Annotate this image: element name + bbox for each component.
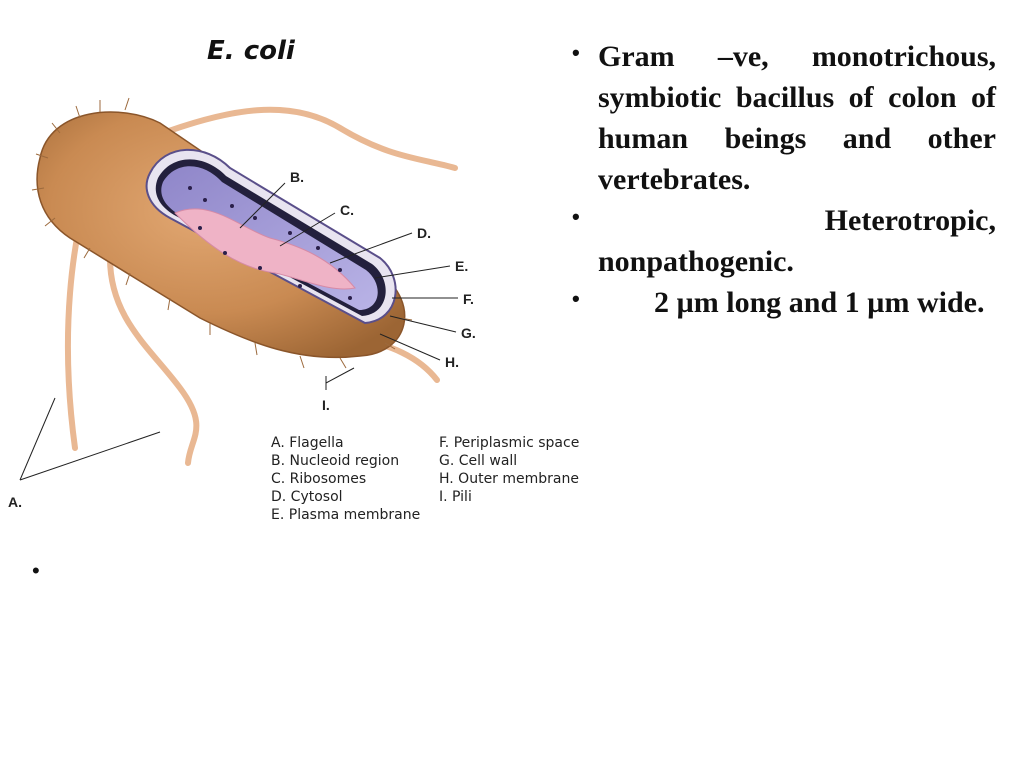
label-f: F. <box>463 291 474 307</box>
bullet-line: Heterotropic, <box>824 204 996 237</box>
legend-row: C. Ribosomes H. Outer membrane <box>271 470 579 488</box>
legend-row: D. Cytosol I. Pili <box>271 488 579 506</box>
cell-body <box>31 97 413 369</box>
empty-bullet: • <box>32 558 40 583</box>
diagram-labels: B. C. D. E. F. G. H. I. A. <box>8 169 476 510</box>
legend-row: E. Plasma membrane <box>271 506 579 524</box>
legend-item: A. Flagella <box>271 435 344 451</box>
label-h: H. <box>445 354 459 370</box>
bullet-item: • 2 µm long and 1 µm wide. <box>572 282 996 323</box>
bullet-text: Heterotropic, nonpathogenic. <box>598 200 996 282</box>
legend-item: H. Outer membrane <box>439 471 579 487</box>
legend-row: A. Flagella F. Periplasmic space <box>271 434 579 452</box>
legend-item: C. Ribosomes <box>271 471 367 487</box>
label-d: D. <box>417 225 431 241</box>
legend-item: F. Periplasmic space <box>439 435 580 451</box>
label-g: G. <box>461 325 476 341</box>
slide-title: E. coli <box>207 36 295 66</box>
legend-item: I. Pili <box>439 489 472 505</box>
bullet-marker: • <box>572 286 580 311</box>
bullet-text: Gram –ve, monotrichous, symbiotic bacill… <box>598 40 996 196</box>
legend-item: G. Cell wall <box>439 453 518 469</box>
label-e: E. <box>455 258 468 274</box>
label-c: C. <box>340 202 354 218</box>
legend-item: E. Plasma membrane <box>271 507 421 523</box>
bullet-marker: • <box>572 204 580 229</box>
label-a: A. <box>8 494 22 510</box>
diagram-legend: A. Flagella F. Periplasmic space B. Nucl… <box>271 434 579 524</box>
legend-row: B. Nucleoid region G. Cell wall <box>271 452 579 470</box>
leader-lines <box>19 182 458 481</box>
label-b: B. <box>290 169 304 185</box>
bullet-list: • Gram –ve, monotrichous, symbiotic baci… <box>572 36 996 323</box>
legend-item: D. Cytosol <box>271 489 343 505</box>
legend-item: B. Nucleoid region <box>271 453 400 469</box>
ecoli-diagram: B. C. D. E. F. G. H. I. A. <box>8 97 476 510</box>
label-i: I. <box>322 397 330 413</box>
bullet-line: nonpathogenic. <box>598 245 794 278</box>
bullet-item: • Gram –ve, monotrichous, symbiotic baci… <box>572 36 996 200</box>
bullet-marker: • <box>572 40 580 65</box>
bullet-text: 2 µm long and 1 µm wide. <box>654 286 985 319</box>
bullet-item: • Heterotropic, nonpathogenic. <box>572 200 996 282</box>
